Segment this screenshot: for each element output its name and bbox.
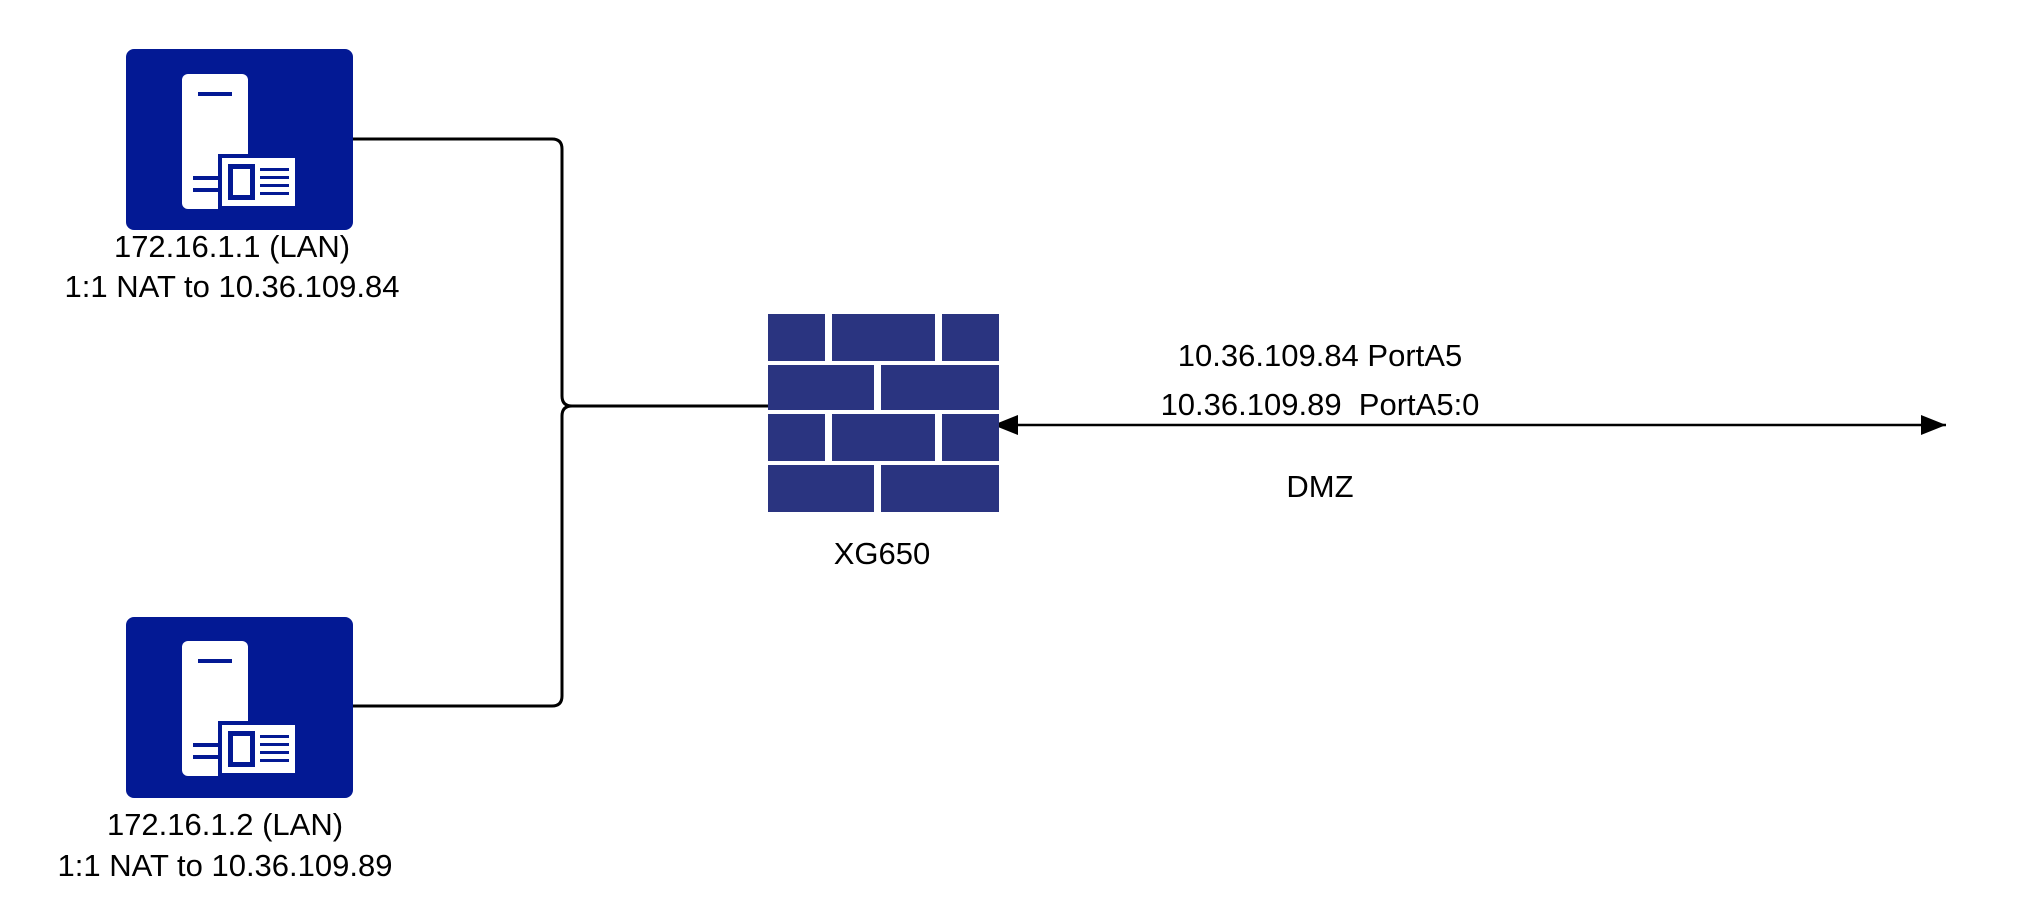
server-node-1 [126,49,353,230]
server2-nat-label: 1:1 NAT to 10.36.109.89 [58,848,393,883]
dmz-ip2-label: 10.36.109.89 PortA5:0 [1161,387,1480,422]
connector-server2 [353,404,573,708]
server1-nat-label: 1:1 NAT to 10.36.109.84 [65,269,400,304]
connector-server1 [353,137,573,408]
server-node-2 [126,617,353,798]
firewall-label: XG650 [834,536,931,571]
server2-ip-label: 172.16.1.2 (LAN) [107,807,343,842]
server1-ip-label: 172.16.1.1 (LAN) [114,229,350,264]
firewall-brick-icon [768,314,999,512]
firewall-node [768,314,999,512]
dmz-ip1-label: 10.36.109.84 PortA5 [1178,338,1462,373]
dmz-zone-label: DMZ [1286,469,1353,504]
